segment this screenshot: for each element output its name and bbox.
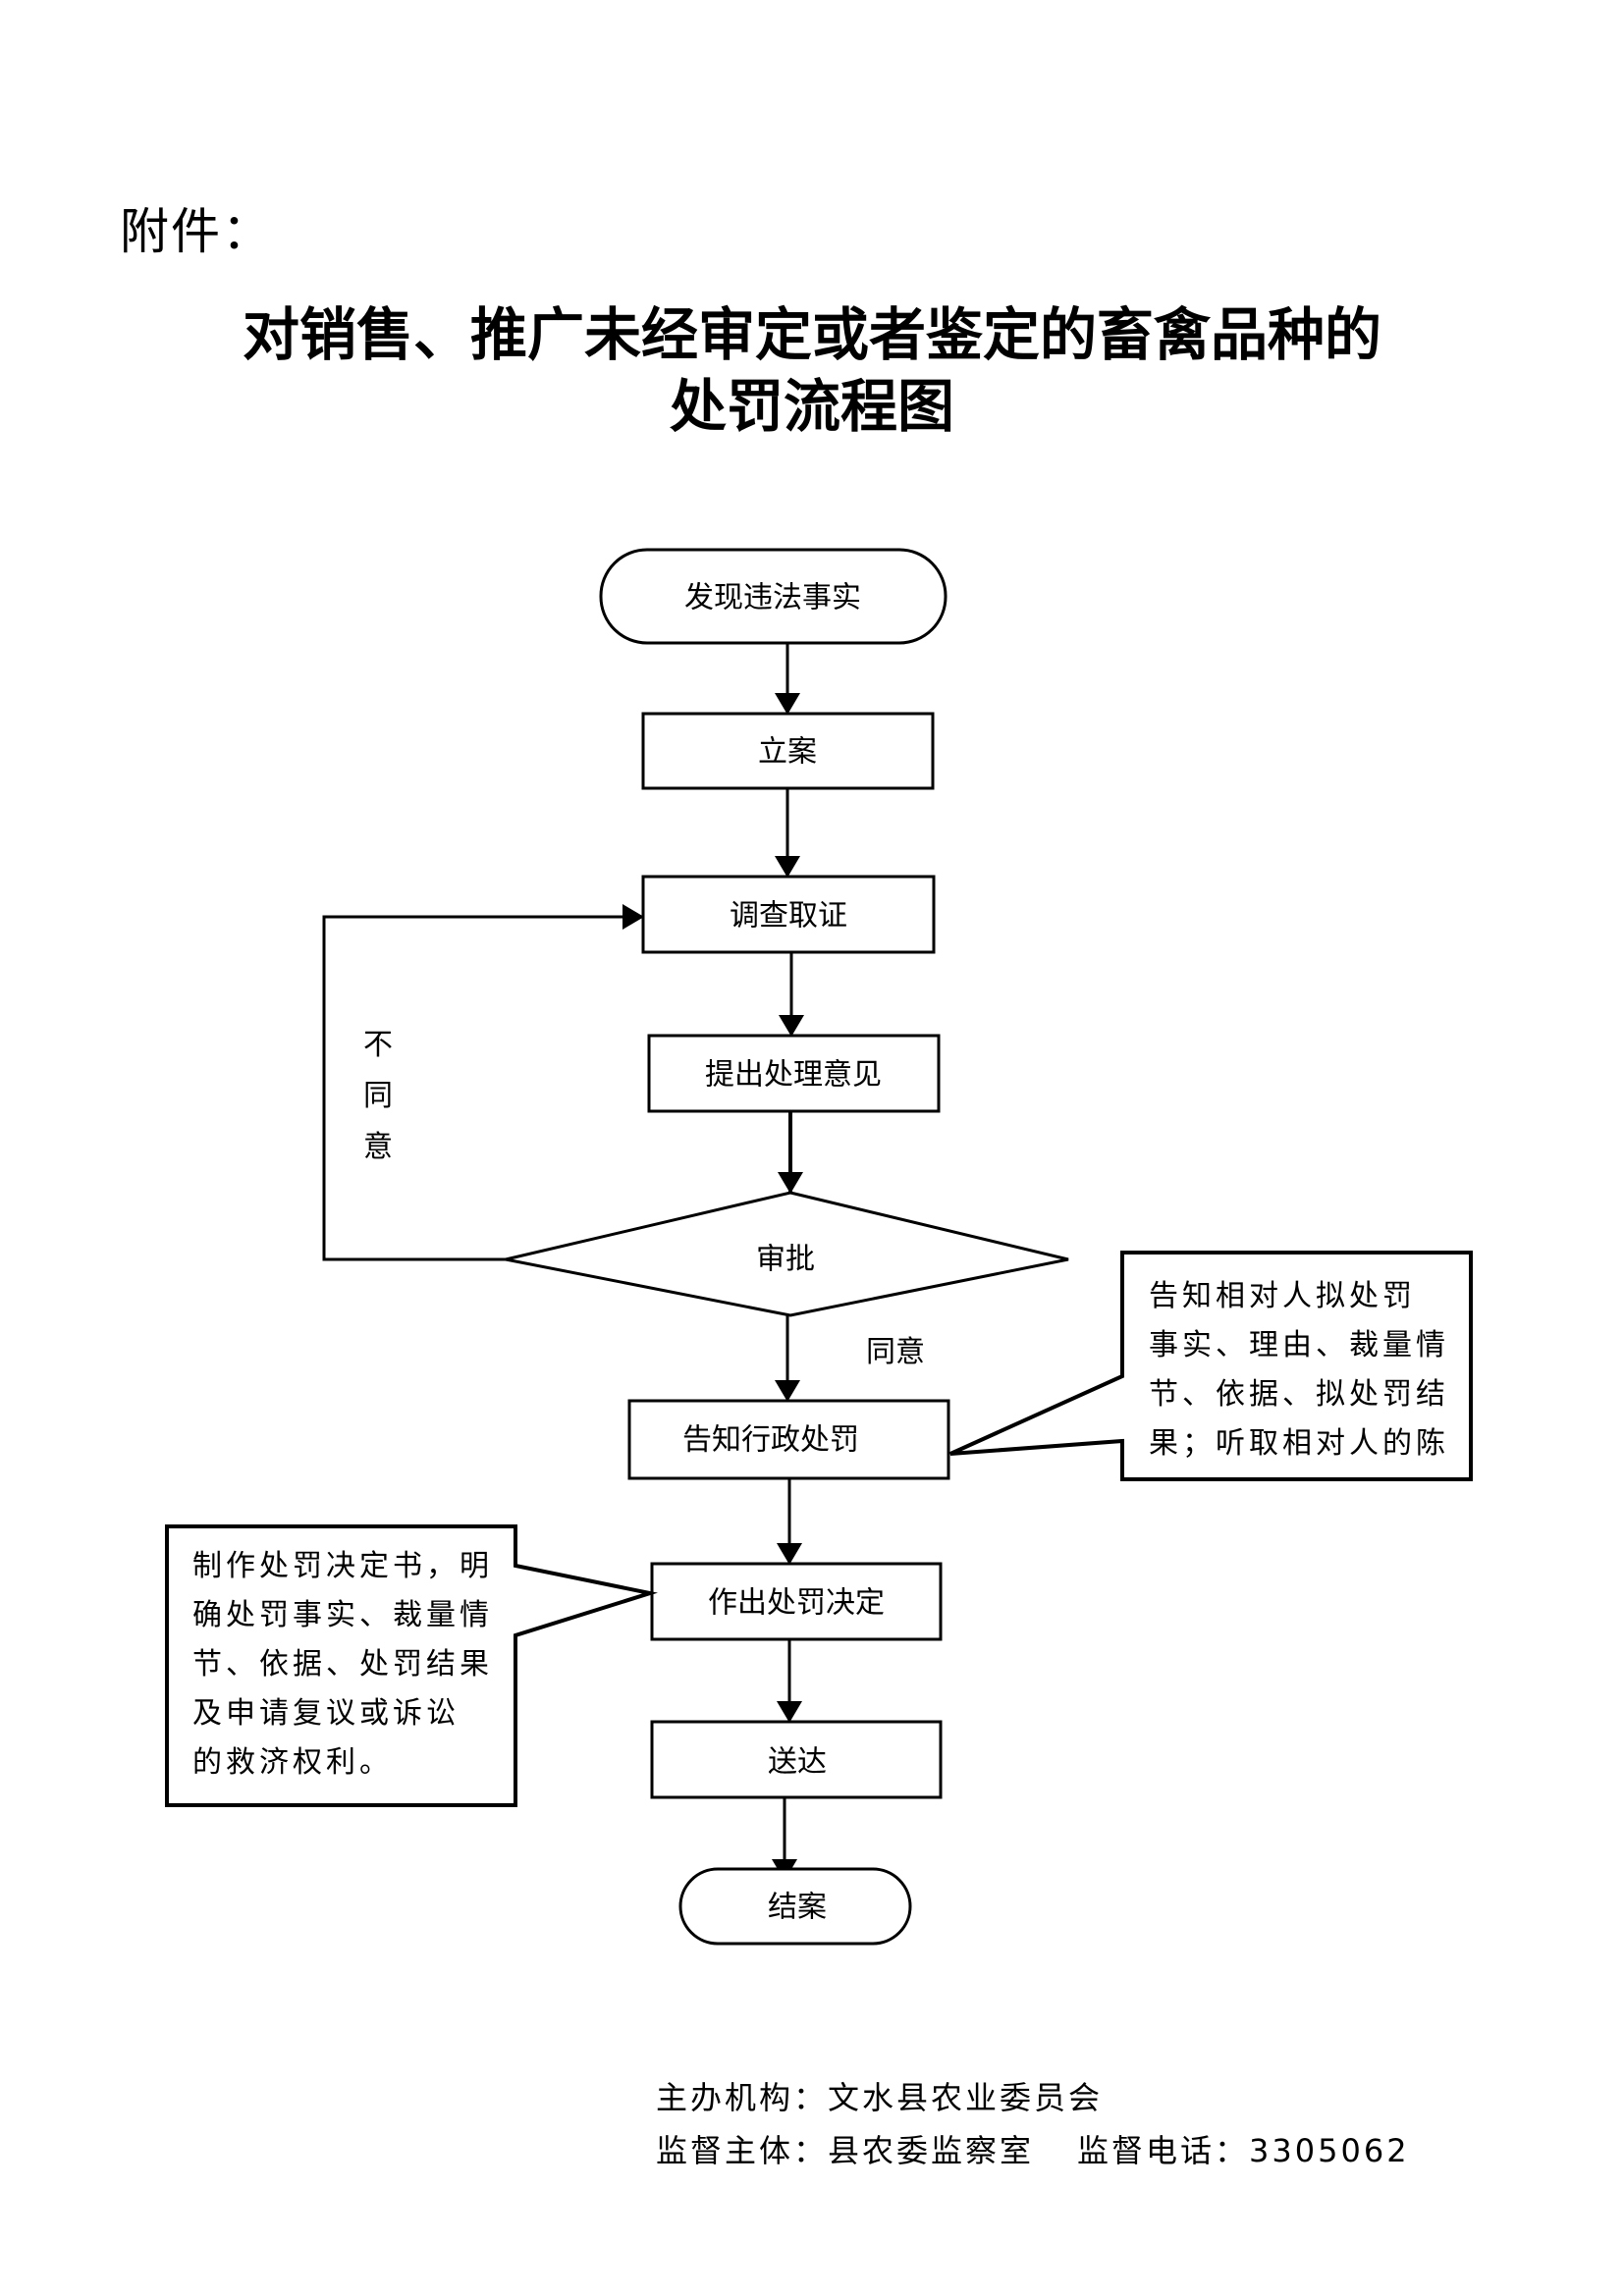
callout-decide-line-4: 及申请复议或诉讼 — [192, 1696, 460, 1731]
callout-notify-detail: 告知相对人拟处罚 事实、理由、裁量情 节、依据、拟处罚结 果；听取相对人的陈 — [949, 1251, 1473, 1481]
edge-label-disagree-2: 同 — [363, 1079, 393, 1113]
callout-decide-detail: 制作处罚决定书，明 确处罚事实、裁量情 节、依据、处罚结果 及申请复议或诉讼 的… — [165, 1524, 658, 1807]
node-register-label: 立案 — [758, 735, 817, 770]
node-propose-label: 提出处理意见 — [705, 1058, 882, 1093]
footer-host-value: 文水县农业委员会 — [828, 2079, 1104, 2116]
node-start: 发现违法事实 — [599, 548, 947, 645]
callout-decide-line-1: 制作处罚决定书，明 — [192, 1549, 493, 1583]
edge-label-agree: 同意 — [866, 1335, 925, 1369]
node-register: 立案 — [641, 712, 935, 790]
footer-phone-label: 监督电话： — [1077, 2132, 1250, 2169]
node-notify: 告知行政处罚 — [627, 1399, 950, 1480]
node-close-label: 结案 — [768, 1891, 827, 1925]
page-title-line-2: 处罚流程图 — [669, 373, 954, 440]
edge-approve-disagree-loop — [322, 904, 644, 1261]
callout-decide-line-5: 的救济权利。 — [192, 1745, 393, 1780]
node-deliver-label: 送达 — [768, 1745, 827, 1780]
node-approve: 审批 — [505, 1191, 1069, 1317]
edge-label-disagree-1: 不 — [363, 1028, 393, 1062]
node-propose: 提出处理意见 — [647, 1034, 941, 1113]
node-start-label: 发现违法事实 — [684, 581, 861, 615]
footer-host-label: 主办机构： — [656, 2079, 829, 2116]
footer-host: 主办机构：文水县农业委员会 — [656, 2073, 1103, 2118]
page-title-line-1: 对销售、推广未经审定或者鉴定的畜禽品种的 — [242, 301, 1381, 368]
callout-notify-line-4: 果；听取相对人的陈 — [1149, 1426, 1449, 1461]
node-investigate-label: 调查取证 — [730, 899, 847, 934]
node-deliver: 送达 — [650, 1720, 943, 1799]
node-notify-label: 告知行政处罚 — [682, 1423, 859, 1458]
callout-decide-line-3: 节、依据、处罚结果 — [192, 1647, 493, 1682]
footer-phone-value: 3305062 — [1249, 2132, 1410, 2169]
callout-notify-line-1: 告知相对人拟处罚 — [1149, 1279, 1416, 1313]
node-approve-label: 审批 — [756, 1243, 815, 1277]
callout-notify-line-2: 事实、理由、裁量情 — [1149, 1328, 1449, 1362]
footer-supervisor-label: 监督主体： — [656, 2132, 829, 2169]
footer-supervisor-value: 县农委监察室 — [828, 2132, 1035, 2169]
callout-decide-line-2: 确处罚事实、裁量情 — [192, 1598, 493, 1632]
footer-supervision: 监督主体：县农委监察室 监督电话：3305062 — [656, 2126, 1410, 2171]
edge-label-disagree-3: 意 — [363, 1130, 393, 1164]
node-investigate: 调查取证 — [641, 875, 936, 954]
attachment-label: 附件： — [120, 203, 273, 260]
callout-notify-line-3: 节、依据、拟处罚结 — [1149, 1377, 1449, 1412]
node-decide: 作出处罚决定 — [650, 1562, 943, 1641]
node-decide-label: 作出处罚决定 — [708, 1586, 885, 1621]
node-close: 结案 — [678, 1867, 912, 1946]
